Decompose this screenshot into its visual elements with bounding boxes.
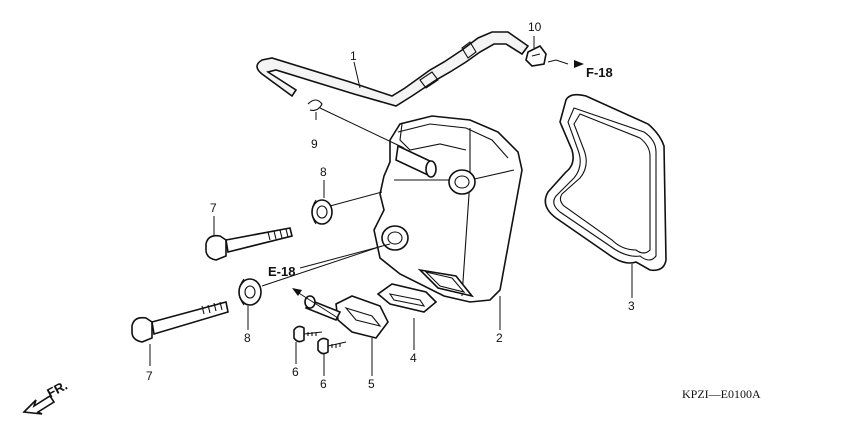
reed-valve-gasket: [376, 283, 438, 313]
callout-8-lower: 8: [244, 331, 251, 345]
breather-hose: [256, 31, 530, 107]
callout-7-upper: 7: [210, 201, 217, 215]
front-direction-arrow: [22, 394, 56, 415]
bolt-upper: [205, 227, 293, 261]
hose-clip: [307, 99, 323, 111]
ref-e18: E-18: [268, 264, 295, 279]
cylinder-head-cover-gasket: [544, 93, 667, 272]
callout-9: 9: [311, 137, 318, 151]
hose-clamp: [525, 44, 547, 67]
screw-lower: [317, 337, 347, 355]
screw-upper: [293, 325, 323, 343]
callout-7-lower: 7: [146, 369, 153, 383]
leader-lines: [149, 36, 633, 376]
cylinder-head-cover: [373, 115, 523, 303]
callout-1: 1: [350, 49, 357, 63]
callout-3: 3: [628, 299, 635, 313]
reed-valve-cover: [304, 295, 389, 339]
washer-upper: [311, 199, 333, 225]
callout-6-upper: 6: [292, 365, 299, 379]
callout-8-upper: 8: [320, 165, 327, 179]
callout-4: 4: [410, 351, 417, 365]
callout-6-lower: 6: [320, 377, 327, 391]
arrow-f18: [574, 60, 584, 68]
ref-f18: F-18: [586, 65, 613, 80]
diagram-code: KPZI—E0100A: [682, 387, 761, 401]
arrow-pair: [292, 288, 302, 296]
callout-5: 5: [368, 377, 375, 391]
bolt-lower: [131, 301, 229, 343]
washer-lower: [238, 278, 262, 306]
callout-2: 2: [496, 331, 503, 345]
callout-10: 10: [528, 20, 542, 34]
